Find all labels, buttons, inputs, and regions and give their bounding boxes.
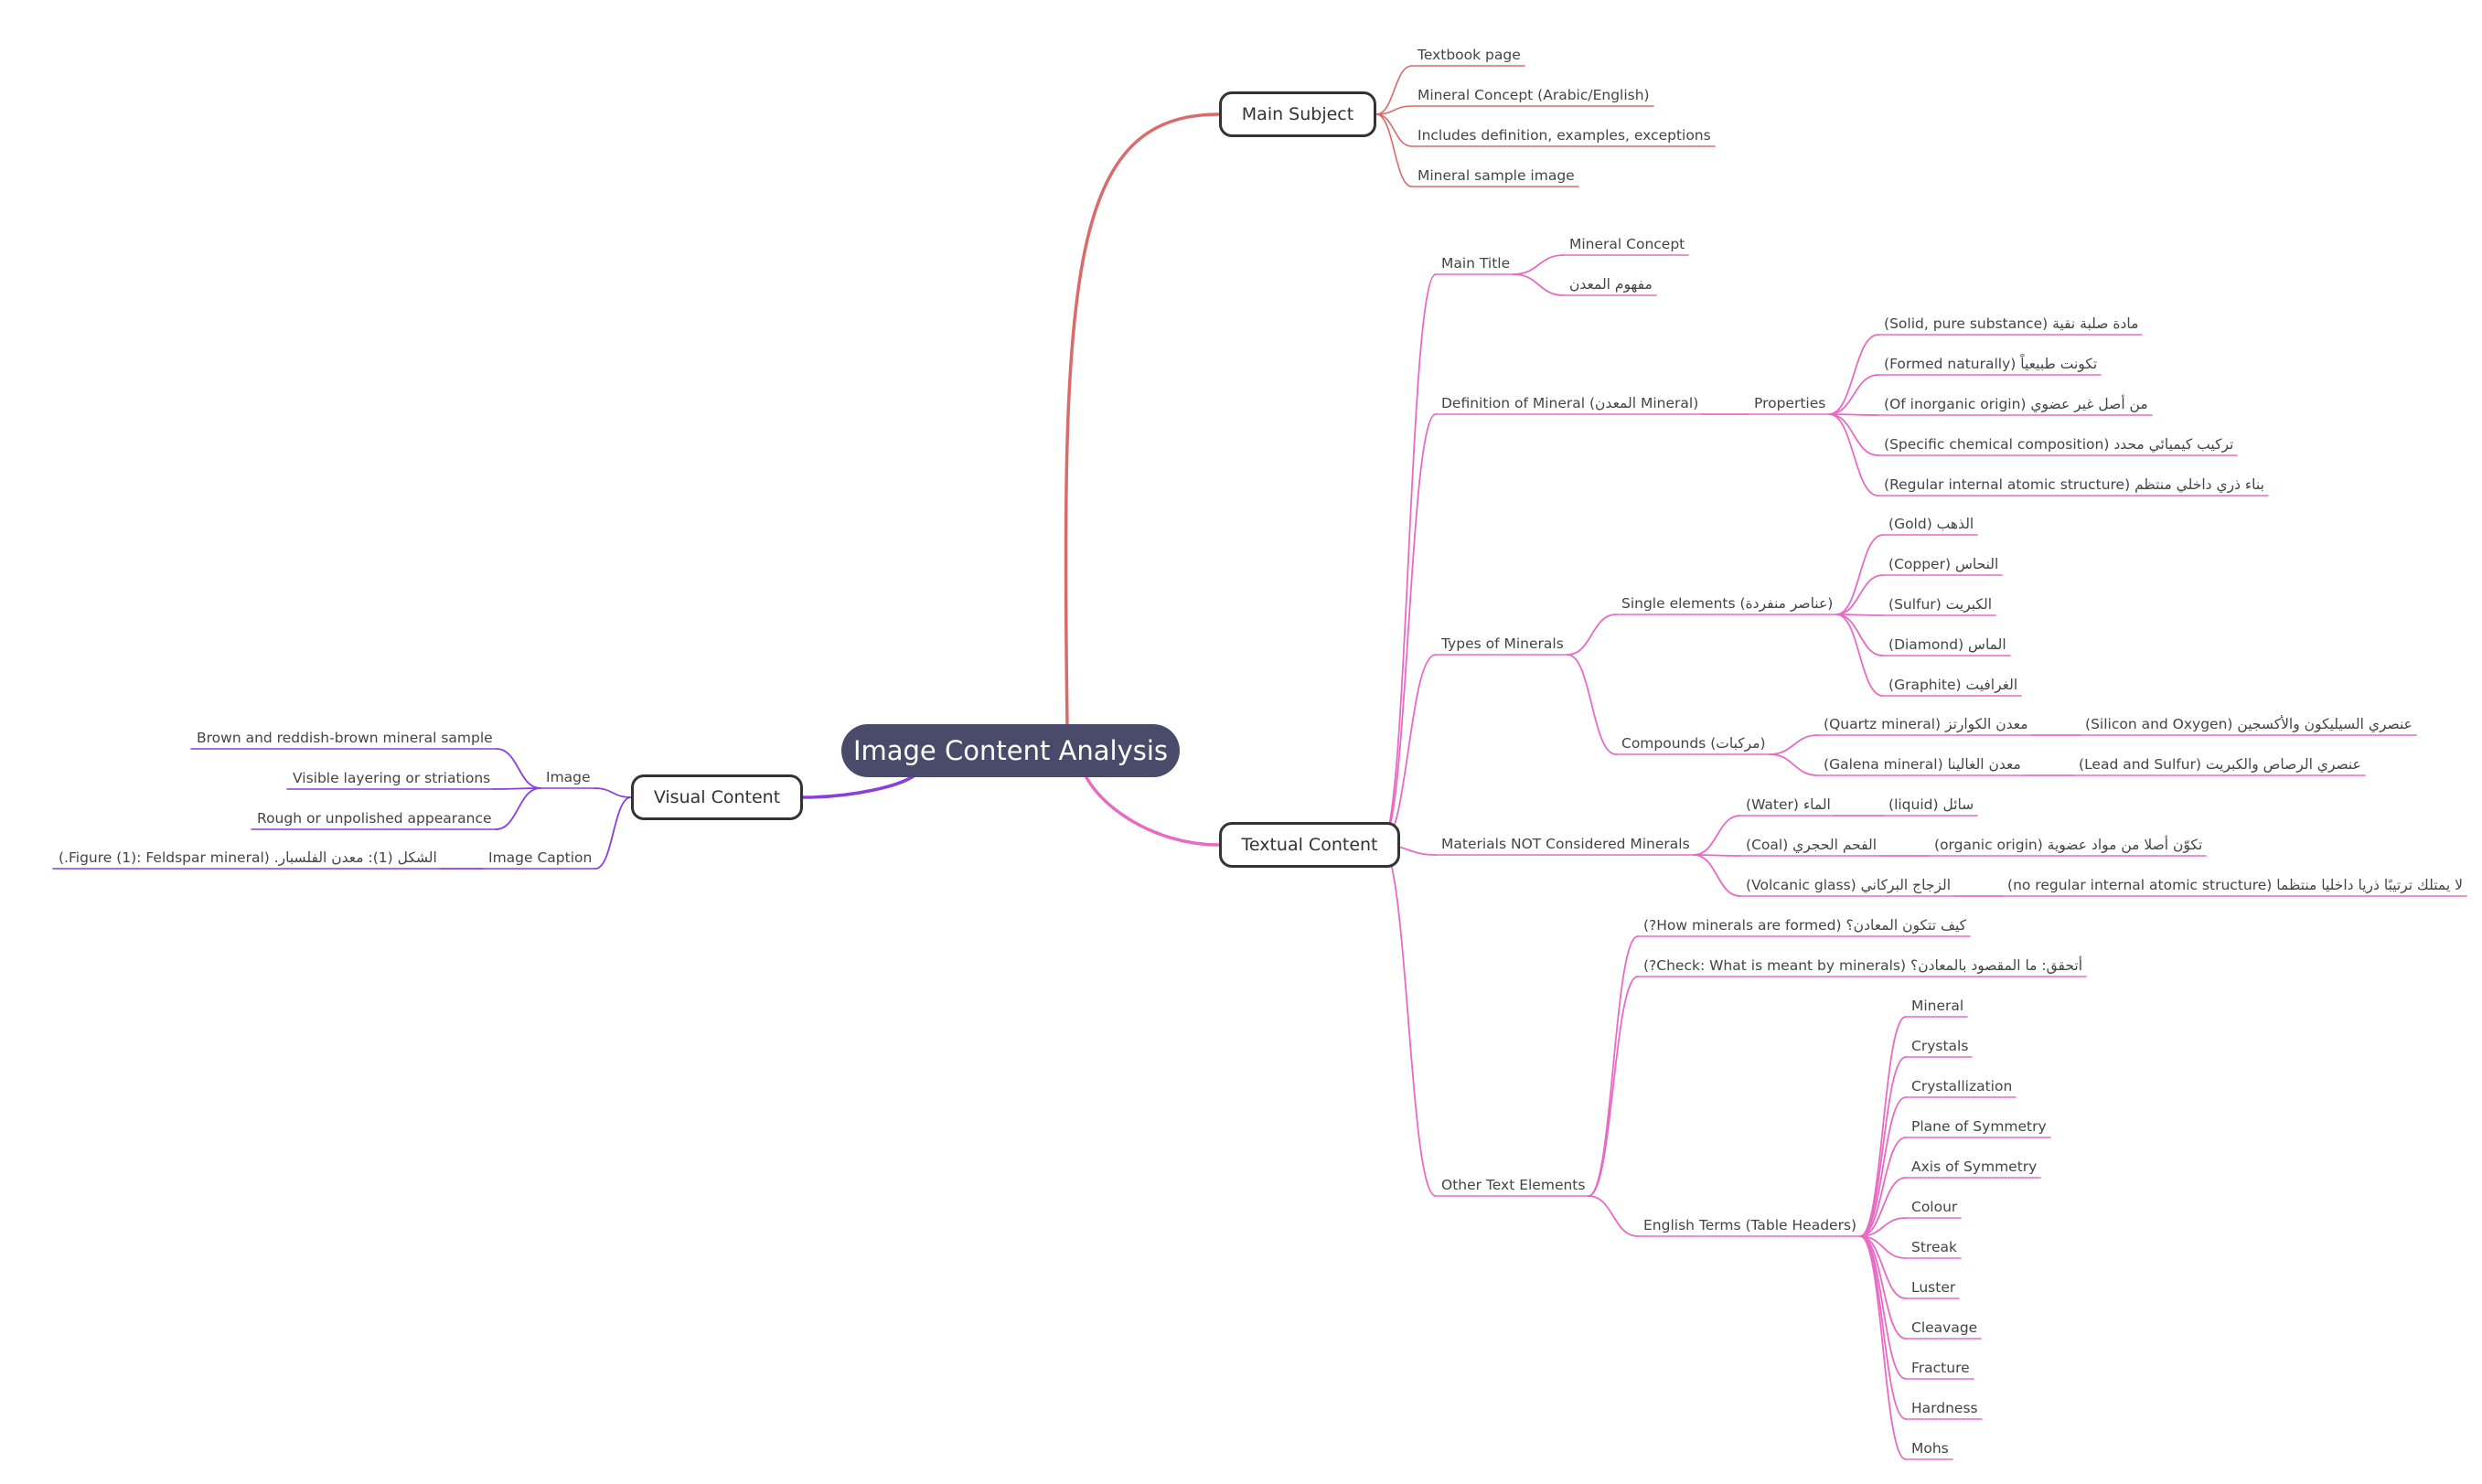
single-elements-branch: Single elements (عناصر منفردة) xyxy=(1621,595,1834,612)
other-text-branch: Other Text Elements xyxy=(1441,1177,1586,1193)
main-subject-item: Mineral sample image xyxy=(1418,167,1575,184)
connector-line xyxy=(1513,273,1565,296)
not-mineral-reason: تكوّن أصلا من مواد عضوية (organic origin… xyxy=(1934,837,2203,853)
not-mineral-reason: سائل (liquid) xyxy=(1888,796,1974,813)
english-term-item: Streak xyxy=(1911,1239,1957,1255)
image-caption-text: الشكل (1): معدن الفلسبار. (Figure (1): F… xyxy=(59,849,437,866)
compound-detail: عنصري السيليكون والأكسجين (Silicon and O… xyxy=(2085,716,2412,732)
compound-detail: عنصري الرصاص والكبريت (Lead and Sulfur) xyxy=(2079,756,2361,773)
connector-line xyxy=(1380,413,1437,846)
english-term-item: Hardness xyxy=(1911,1400,1978,1416)
property-item: تكونت طبيعياً (Formed naturally) xyxy=(1884,356,2098,372)
compounds-branch: Compounds (مركبات) xyxy=(1621,735,1766,752)
image-item: Rough or unpolished appearance xyxy=(257,810,492,827)
connector-line xyxy=(1828,334,1879,415)
root-to-main-subject xyxy=(1064,112,1221,728)
connector-line xyxy=(1835,534,1884,615)
connector-line xyxy=(1375,105,1413,115)
connector-line xyxy=(1588,976,1639,1197)
property-item: من أصل غير عضوي (Of inorganic origin) xyxy=(1884,396,2148,412)
connector-line xyxy=(495,787,541,830)
main-subject-node[interactable]: Main Subject xyxy=(1219,91,1376,137)
not-mineral-item: الماء (Water) xyxy=(1746,796,1831,813)
root-to-textual xyxy=(1082,770,1221,847)
english-term-item: Crystals xyxy=(1911,1038,1969,1054)
connector-line xyxy=(1859,1177,1907,1237)
english-term-item: Luster xyxy=(1911,1279,1956,1296)
english-term-item: Colour xyxy=(1911,1199,1958,1215)
connector-line xyxy=(1693,854,1741,897)
connector-line xyxy=(594,796,632,870)
connector-line xyxy=(1693,815,1741,856)
main-subject-item: Mineral Concept (Arabic/English) xyxy=(1418,87,1650,103)
property-item: بناء ذري داخلي منتظم (Regular internal a… xyxy=(1884,476,2264,493)
question-item: كيف تتكون المعادن؟ (How minerals are for… xyxy=(1643,917,1967,934)
property-item: مادة صلبة نقية (Solid, pure substance) xyxy=(1884,315,2139,332)
english-term-item: Crystallization xyxy=(1911,1078,2013,1094)
english-term-item: Axis of Symmetry xyxy=(1911,1158,2038,1175)
image-caption-branch: Image Caption xyxy=(488,849,593,866)
single-element-item: النحاس (Copper) xyxy=(1888,556,1999,572)
english-term-item: Mohs xyxy=(1911,1440,1949,1457)
english-term-item: Plane of Symmetry xyxy=(1911,1118,2047,1135)
connector-line xyxy=(1375,65,1413,115)
connector-line xyxy=(1567,614,1617,656)
question-item: أتحقق: ما المقصود بالمعادن؟ (Check: What… xyxy=(1643,957,2083,974)
connector-line xyxy=(1835,614,1884,657)
main-subject-item: Textbook page xyxy=(1418,47,1521,63)
image-item: Brown and reddish-brown mineral sample xyxy=(197,730,493,746)
connector-line xyxy=(1375,113,1413,187)
main-title-branch: Main Title xyxy=(1441,255,1511,272)
single-element-item: الغرافيت (Graphite) xyxy=(1888,677,2018,693)
connector-line xyxy=(1835,574,1884,615)
connector-line xyxy=(1513,254,1565,275)
connector-line xyxy=(1859,1016,1907,1237)
compound-item: معدن الغالينا (Galena mineral) xyxy=(1824,756,2021,773)
not-mineral-item: الفحم الحجري (Coal) xyxy=(1746,837,1878,853)
connector-line xyxy=(1828,413,1879,496)
root-node[interactable]: Image Content Analysis xyxy=(841,724,1180,777)
connector-line xyxy=(496,748,541,789)
english-terms-branch: English Terms (Table Headers) xyxy=(1643,1217,1857,1233)
single-element-item: الماس (Diamond) xyxy=(1888,636,2006,653)
main-title-item: مفهوم المعدن xyxy=(1569,276,1653,293)
connector-line xyxy=(594,787,632,798)
connector-line xyxy=(1769,734,1819,755)
connector-line xyxy=(1567,654,1617,755)
main-subject-item: Includes definition, examples, exception… xyxy=(1418,127,1711,144)
image-item: Visible layering or striations xyxy=(293,770,491,786)
connector-line xyxy=(1769,753,1819,776)
connector-line xyxy=(1859,1217,1907,1237)
compound-item: معدن الكوارتز (Quartz mineral) xyxy=(1824,716,2028,732)
types-branch: Types of Minerals xyxy=(1441,635,1564,652)
not-mineral-item: الزجاج البركاني (Volcanic glass) xyxy=(1746,877,1952,893)
connector-line xyxy=(1828,413,1879,456)
textual-content-node[interactable]: Textual Content xyxy=(1219,822,1400,868)
connector-line xyxy=(1859,1096,1907,1237)
visual-content-node[interactable]: Visual Content xyxy=(631,774,803,820)
single-element-item: الذهب (Gold) xyxy=(1888,516,1974,532)
property-item: تركيب كيميائي محدد (Specific chemical co… xyxy=(1884,436,2234,453)
connector-line xyxy=(1828,374,1879,415)
single-element-item: الكبريت (Sulfur) xyxy=(1888,596,1993,613)
connector-line xyxy=(1380,273,1437,846)
not-minerals-branch: Materials NOT Considered Minerals xyxy=(1441,836,1690,852)
image-branch: Image xyxy=(546,769,591,785)
english-term-item: Fracture xyxy=(1911,1360,1970,1376)
connector-line xyxy=(1859,1235,1907,1460)
connector-line xyxy=(1859,1137,1907,1237)
main-title-item: Mineral Concept xyxy=(1569,236,1685,252)
connector-line xyxy=(1588,1195,1639,1237)
english-term-item: Cleavage xyxy=(1911,1319,1978,1336)
connector-line xyxy=(1835,614,1884,697)
properties-branch: Properties xyxy=(1754,395,1826,411)
english-term-item: Mineral xyxy=(1911,998,1964,1014)
not-mineral-reason: لا يمتلك ترتيبًا ذريا داخليا منتظما (no … xyxy=(2007,877,2463,893)
definition-branch: Definition of Mineral (المعدن Mineral) xyxy=(1441,395,1699,411)
